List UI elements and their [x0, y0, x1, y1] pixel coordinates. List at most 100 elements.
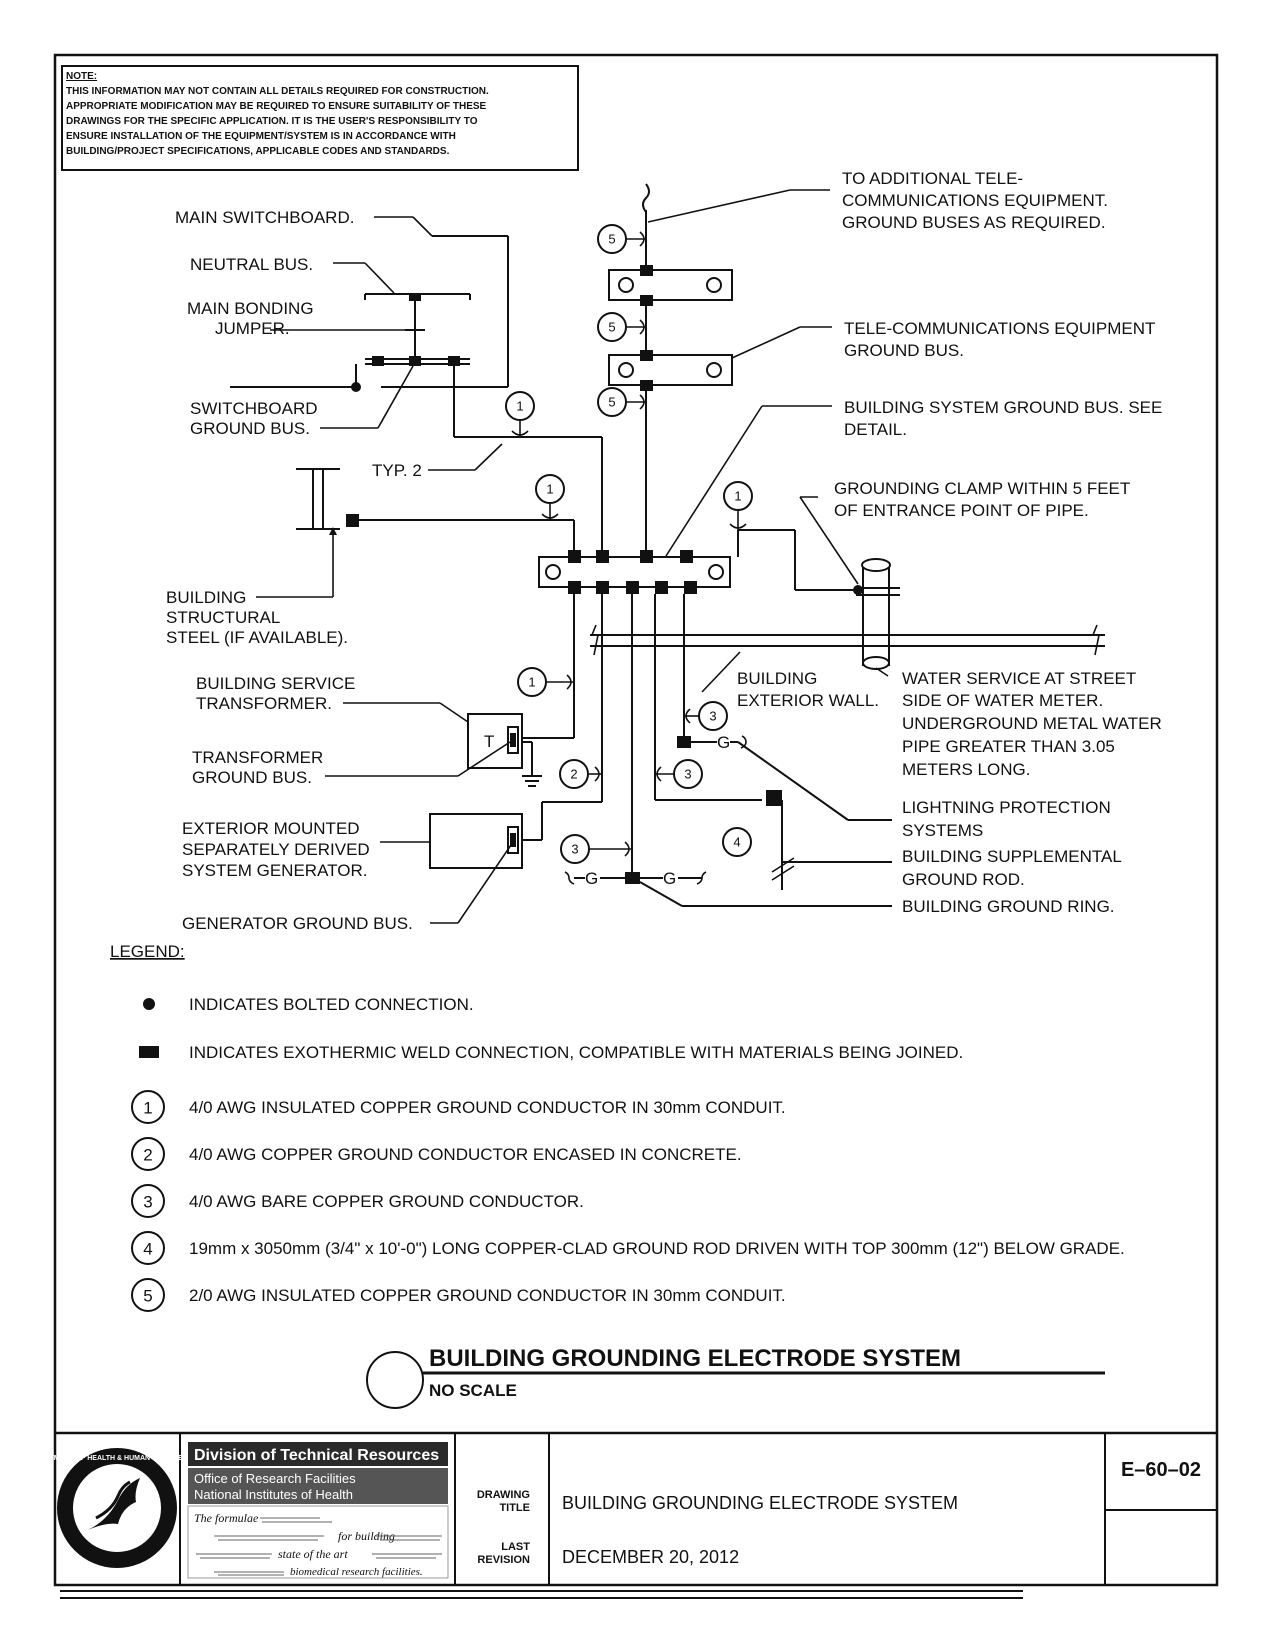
service-transformer: T	[467, 594, 575, 787]
exterior-generator	[429, 594, 603, 869]
revision-date: DECEMBER 20, 2012	[562, 1547, 739, 1567]
note-line: APPROPRIATE MODIFICATION MAY BE REQUIRED…	[66, 101, 487, 112]
legend-item: 5 2/0 AWG INSULATED COPPER GROUND CONDUC…	[131, 1278, 786, 1312]
label-additional-telecom: TO ADDITIONAL TELE-	[842, 169, 1023, 188]
svg-text:1: 1	[734, 489, 741, 504]
label-neutral-bus: NEUTRAL BUS.	[190, 255, 313, 274]
revision-label: REVISION	[477, 1554, 530, 1566]
g-letter: G	[585, 869, 598, 888]
label-service-transformer: TRANSFORMER.	[196, 694, 332, 713]
bolted-connection-symbol	[143, 998, 155, 1010]
svg-text:5: 5	[608, 232, 615, 247]
label-structural-steel: STRUCTURAL	[166, 608, 280, 627]
svg-text:3: 3	[684, 767, 691, 782]
supplemental-ground-rod	[654, 594, 892, 890]
label-lightning-protection: SYSTEMS	[902, 821, 983, 840]
label-water-service: PIPE GREATER THAN 3.05	[902, 737, 1115, 756]
water-pipe	[737, 529, 900, 670]
org-name: Division of Technical Resources	[194, 1447, 439, 1464]
note-box: NOTE: THIS INFORMATION MAY NOT CONTAIN A…	[61, 65, 579, 171]
svg-text:3: 3	[709, 709, 716, 724]
svg-text:2: 2	[570, 767, 577, 782]
label-additional-telecom: COMMUNICATIONS EQUIPMENT.	[842, 191, 1108, 210]
legend-bolted: INDICATES BOLTED CONNECTION.	[189, 995, 474, 1014]
marker-5: 5	[597, 224, 646, 254]
revision-label: LAST	[501, 1541, 530, 1553]
ground-ring: G G	[564, 594, 892, 907]
svg-text:1: 1	[528, 675, 535, 690]
label-ground-ring: BUILDING GROUND RING.	[902, 897, 1115, 916]
title-block: DEPARTMENT OF HEALTH & HUMAN SERVICES • …	[26, 1431, 1217, 1585]
institute-name: National Institutes of Health	[194, 1487, 353, 1502]
drawing-main-title: BUILDING GROUNDING ELECTRODE SYSTEM	[429, 1345, 961, 1372]
tagline: The formulae	[194, 1511, 259, 1525]
marker-5: 5	[597, 312, 646, 342]
label-lightning-protection: LIGHTNING PROTECTION	[902, 798, 1111, 817]
legend-item: 3 4/0 AWG BARE COPPER GROUND CONDUCTOR.	[131, 1184, 584, 1218]
office-name: Office of Research Facilities	[194, 1471, 356, 1486]
transformer-letter: T	[484, 732, 494, 751]
legend-title: LEGEND:	[110, 942, 185, 961]
legend-weld: INDICATES EXOTHERMIC WELD CONNECTION, CO…	[189, 1043, 963, 1062]
drawing-title-label: TITLE	[499, 1502, 530, 1514]
legend-item-text: 19mm x 3050mm (3/4" x 10'-0") LONG COPPE…	[189, 1239, 1125, 1258]
tagline: state of the art	[278, 1547, 348, 1561]
sheet-border	[53, 53, 1219, 1587]
dtr-logo: Division of Technical Resources Office o…	[187, 1442, 449, 1579]
label-transformer-ground-bus: TRANSFORMER	[192, 748, 323, 767]
label-exterior-wall: EXTERIOR WALL.	[737, 691, 879, 710]
legend-item: 4 19mm x 3050mm (3/4" x 10'-0") LONG COP…	[131, 1231, 1125, 1265]
grounding-diagram: T	[166, 169, 1162, 933]
marker-4: 4	[722, 827, 752, 857]
label-system-ground-bus: DETAIL.	[844, 420, 907, 439]
svg-text:2: 2	[143, 1146, 152, 1165]
diagram-labels: MAIN SWITCHBOARD. NEUTRAL BUS. MAIN BOND…	[166, 169, 1162, 933]
svg-text:3: 3	[571, 842, 578, 857]
note-line: THIS INFORMATION MAY NOT CONTAIN ALL DET…	[66, 86, 489, 97]
label-system-ground-bus: BUILDING SYSTEM GROUND BUS. SEE	[844, 398, 1162, 417]
label-telecom-ground-bus: TELE-COMMUNICATIONS EQUIPMENT	[844, 319, 1155, 338]
svg-text:4: 4	[143, 1240, 152, 1259]
legend: LEGEND: INDICATES BOLTED CONNECTION. IND…	[110, 942, 1125, 1312]
bottom-rule	[60, 1590, 1023, 1599]
legend-item-text: 4/0 AWG BARE COPPER GROUND CONDUCTOR.	[189, 1192, 584, 1211]
svg-text:1: 1	[143, 1099, 152, 1118]
label-water-service: SIDE OF WATER METER.	[902, 691, 1103, 710]
legend-item-text: 2/0 AWG INSULATED COPPER GROUND CONDUCTO…	[189, 1286, 786, 1305]
label-main-bonding-jumper: JUMPER.	[215, 319, 290, 338]
structural-steel-beam	[296, 468, 575, 557]
marker-5: 5	[597, 387, 646, 417]
label-water-service: WATER SERVICE AT STREET	[902, 669, 1136, 688]
building-system-ground-bus	[538, 550, 731, 594]
main-switchboard	[230, 235, 603, 557]
tagline: biomedical research facilities.	[290, 1566, 423, 1578]
label-exterior-wall: BUILDING	[737, 669, 817, 688]
legend-item-text: 4/0 AWG INSULATED COPPER GROUND CONDUCTO…	[189, 1098, 786, 1117]
hhs-seal-logo: DEPARTMENT OF HEALTH & HUMAN SERVICES • …	[26, 1448, 208, 1568]
marker-1: 1	[517, 667, 574, 697]
note-line: ENSURE INSTALLATION OF THE EQUIPMENT/SYS…	[66, 131, 456, 142]
svg-text:5: 5	[608, 320, 615, 335]
label-typ: TYP. 2	[372, 461, 422, 480]
svg-text:3: 3	[143, 1193, 152, 1212]
marker-2: 2	[559, 759, 602, 789]
label-service-transformer: BUILDING SERVICE	[196, 674, 355, 693]
g-letter: G	[717, 733, 730, 752]
note-line: DRAWINGS FOR THE SPECIFIC APPLICATION. I…	[66, 116, 478, 127]
label-telecom-ground-bus: GROUND BUS.	[844, 341, 964, 360]
formula-decoration	[196, 1517, 442, 1576]
weld-connection-symbol	[139, 1046, 159, 1058]
leader-lines	[256, 189, 889, 924]
label-structural-steel: BUILDING	[166, 588, 246, 607]
note-heading: NOTE:	[66, 71, 97, 82]
drawing-number: E–60–02	[1121, 1459, 1201, 1481]
marker-1: 1	[723, 481, 753, 530]
legend-item: 1 4/0 AWG INSULATED COPPER GROUND CONDUC…	[131, 1090, 786, 1124]
marker-3: 3	[655, 759, 703, 789]
svg-text:1: 1	[546, 482, 553, 497]
drawing-title-label: DRAWING	[477, 1489, 530, 1501]
label-switchboard-ground-bus: GROUND BUS.	[190, 419, 310, 438]
svg-text:4: 4	[733, 835, 740, 850]
label-generator: EXTERIOR MOUNTED	[182, 819, 360, 838]
